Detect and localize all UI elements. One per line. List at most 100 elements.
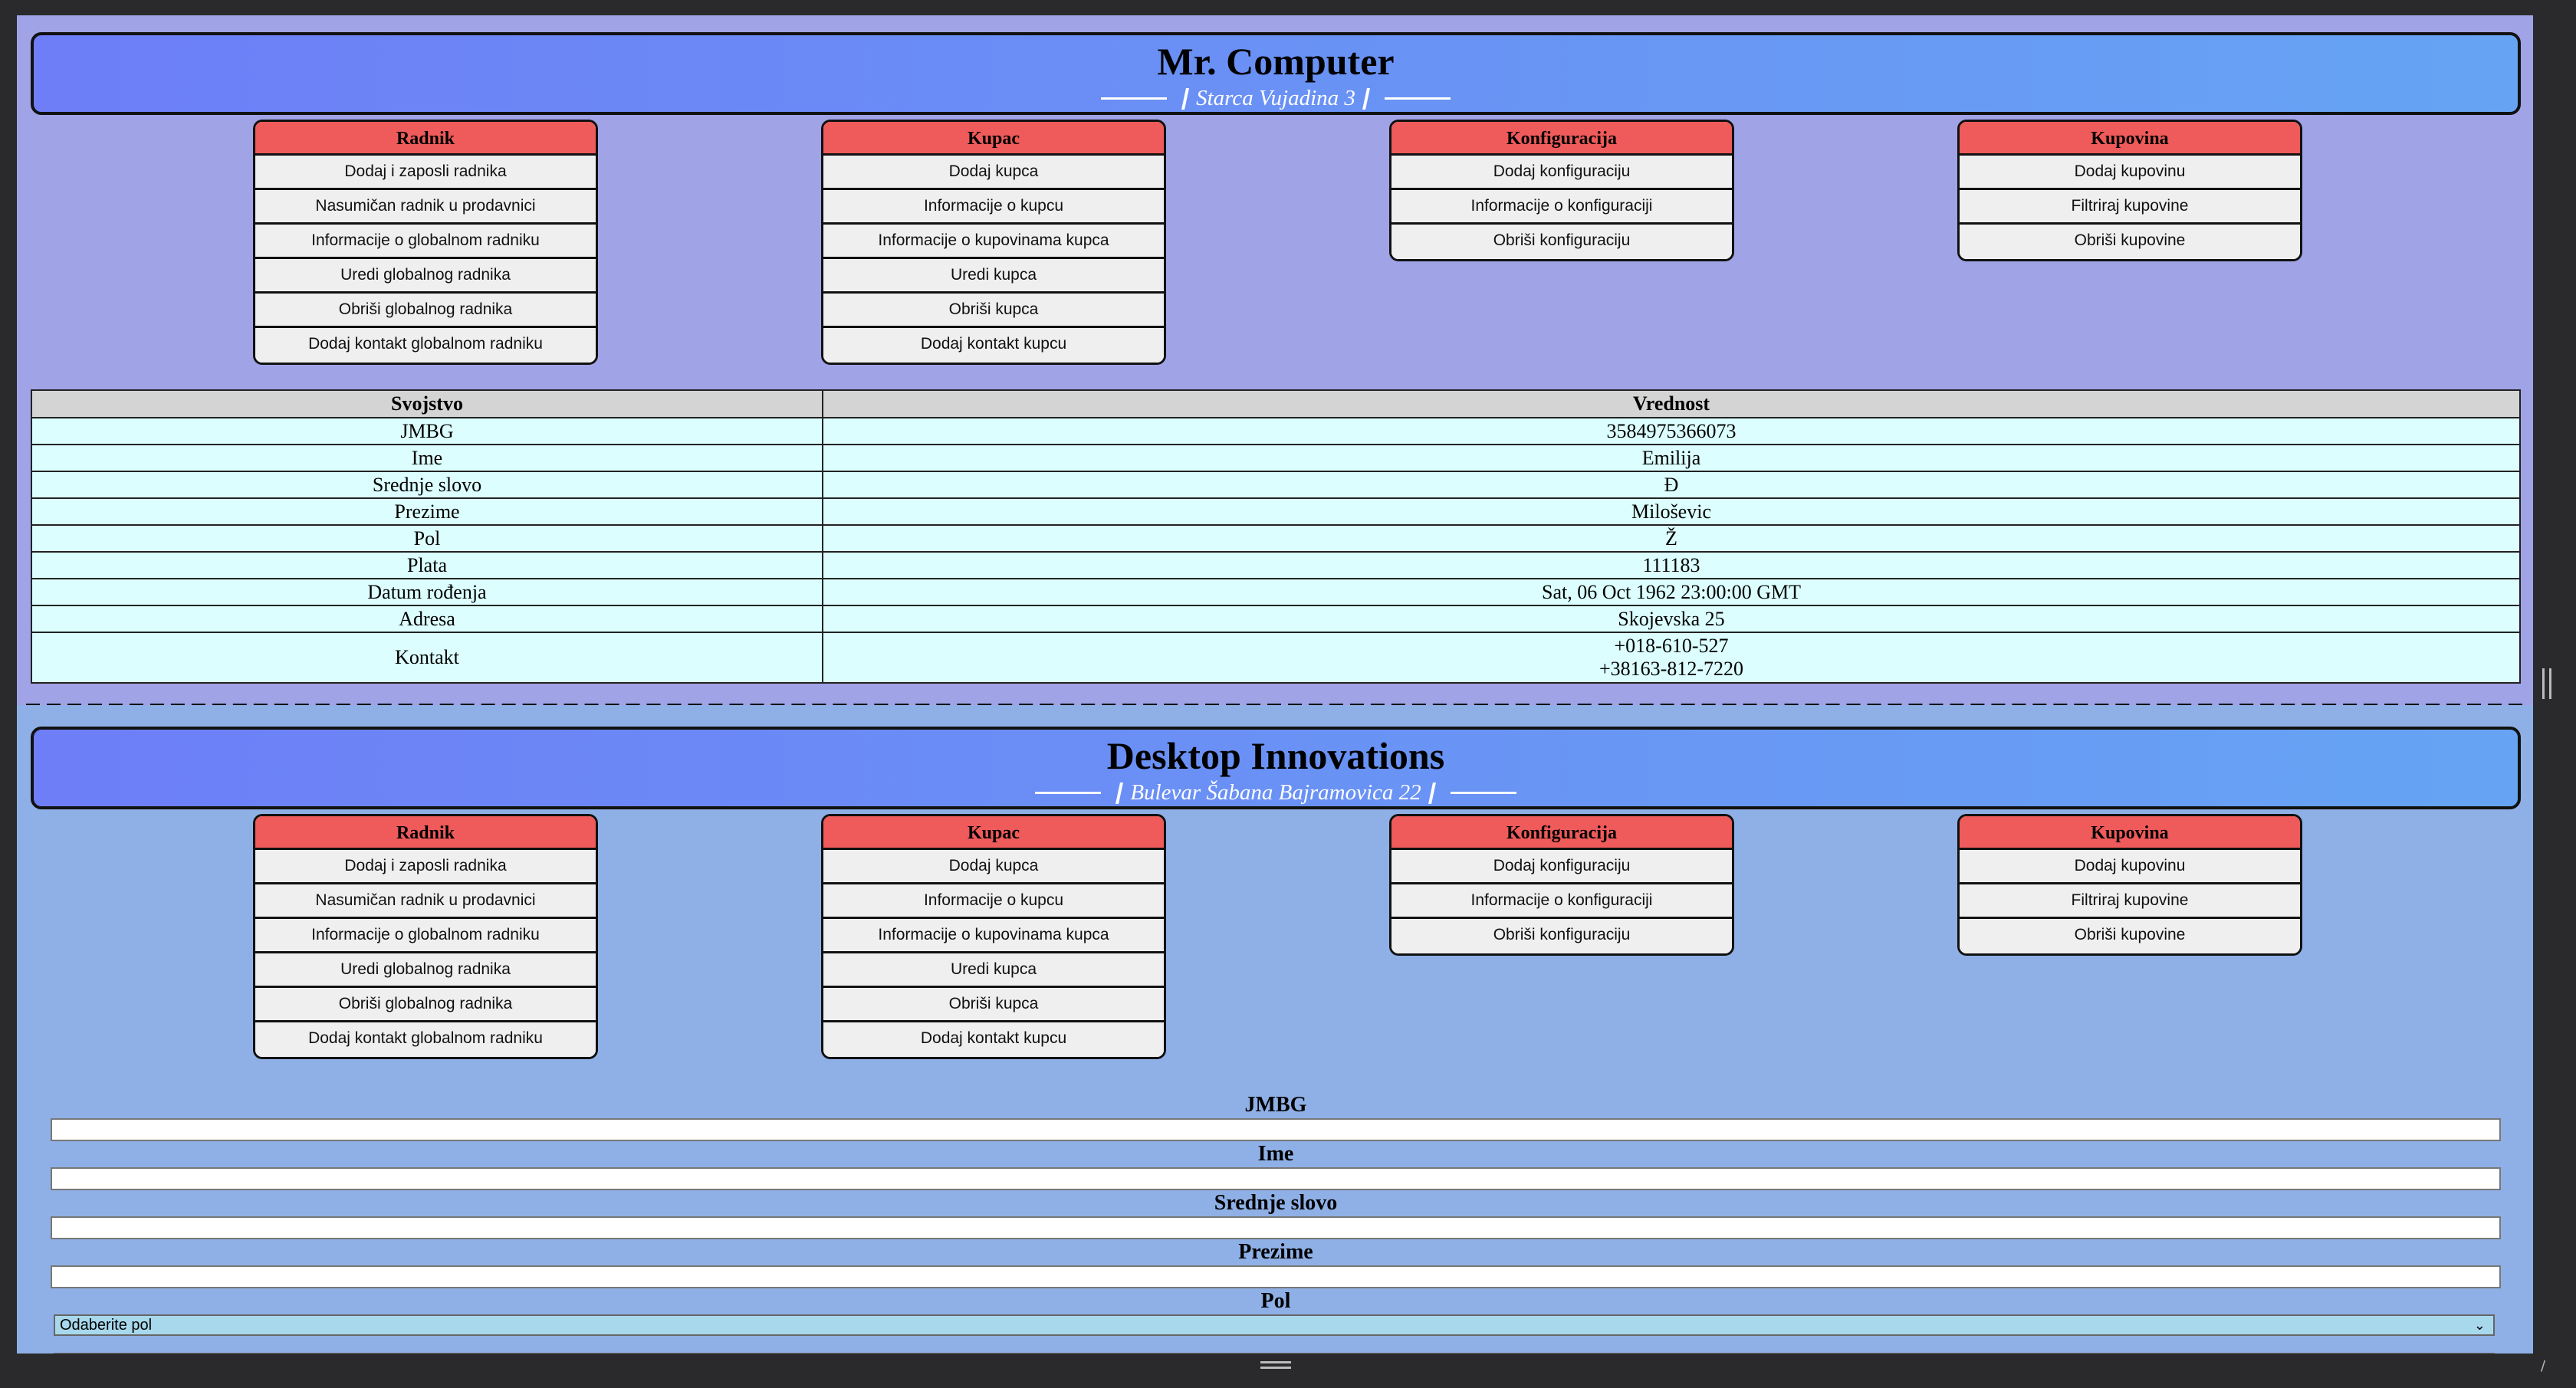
menu-item-kupovine-kupca[interactable]: Informacije o kupovinama kupca: [823, 919, 1164, 953]
decor-line: [1384, 97, 1451, 100]
menu-item-dodaj-kupovinu[interactable]: Dodaj kupovinu: [1960, 850, 2300, 884]
value-cell: 3584975366073: [822, 417, 2521, 445]
store-header: Mr. Computer Starca Vujadina 3: [31, 32, 2521, 115]
decor-line: [1035, 792, 1102, 794]
menu-item-obrisi-konfiguraciju[interactable]: Obriši konfiguraciju: [1392, 919, 1732, 953]
decor-line: [1101, 97, 1168, 100]
ime-input[interactable]: [51, 1167, 2501, 1190]
value-cell: Emilija: [822, 444, 2521, 472]
store-address-row: Bulevar Šabana Bajramovica 22: [34, 780, 2518, 806]
menu-item-dodaj-kupovinu[interactable]: Dodaj kupovinu: [1960, 156, 2300, 190]
menu-item-dodaj-konfiguraciju[interactable]: Dodaj konfiguraciju: [1392, 156, 1732, 190]
menu-item-dodaj-radnika[interactable]: Dodaj i zaposli radnika: [255, 850, 596, 884]
value-cell: Miloševic: [822, 497, 2521, 526]
menu-item-filtriraj-kupovine[interactable]: Filtriraj kupovine: [1960, 884, 2300, 919]
menu-konfiguracija: Konfiguracija Dodaj konfiguraciju Inform…: [1389, 120, 1734, 261]
menu-item-dodaj-radnika[interactable]: Dodaj i zaposli radnika: [255, 156, 596, 190]
contact-phone: +38163-812-7220: [1599, 658, 1743, 680]
menu-item-uredi-kupca[interactable]: Uredi kupca: [823, 259, 1164, 294]
menu-item-info-konfiguracija[interactable]: Informacije o konfiguraciji: [1392, 884, 1732, 919]
menu-item-kontakt-radniku[interactable]: Dodaj kontakt globalnom radniku: [255, 328, 596, 363]
next-input[interactable]: [54, 1353, 2495, 1354]
menu-kupac: Kupac Dodaj kupca Informacije o kupcu In…: [821, 120, 1166, 365]
menu-item-obrisi-kupca[interactable]: Obriši kupca: [823, 294, 1164, 328]
horizontal-resize-handle[interactable]: [1260, 1361, 1291, 1369]
srednje-slovo-input[interactable]: [51, 1216, 2501, 1239]
property-cell: Srednje slovo: [31, 471, 823, 499]
menu-title: Konfiguracija: [1392, 122, 1732, 156]
property-cell: Pol: [31, 524, 823, 553]
menu-item-info-radnik[interactable]: Informacije o globalnom radniku: [255, 225, 596, 259]
menu-item-kontakt-radniku[interactable]: Dodaj kontakt globalnom radniku: [255, 1022, 596, 1057]
property-cell: Adresa: [31, 605, 823, 633]
property-cell: Prezime: [31, 497, 823, 526]
value-cell: Đ: [822, 471, 2521, 499]
menu-item-kontakt-kupcu[interactable]: Dodaj kontakt kupcu: [823, 1022, 1164, 1057]
menu-item-nasumican-radnik[interactable]: Nasumičan radnik u prodavnici: [255, 884, 596, 919]
menu-item-obrisi-konfiguraciju[interactable]: Obriši konfiguraciju: [1392, 225, 1732, 259]
menu-item-obrisi-kupca[interactable]: Obriši kupca: [823, 988, 1164, 1022]
menu-konfiguracija: Konfiguracija Dodaj konfiguraciju Inform…: [1389, 814, 1734, 956]
menu-item-uredi-radnika[interactable]: Uredi globalnog radnika: [255, 259, 596, 294]
menu-item-info-kupac[interactable]: Informacije o kupcu: [823, 884, 1164, 919]
menu-item-nasumican-radnik[interactable]: Nasumičan radnik u prodavnici: [255, 190, 596, 225]
chevron-down-icon: ⌄: [2473, 1317, 2486, 1333]
menu-item-uredi-radnika[interactable]: Uredi globalnog radnika: [255, 953, 596, 988]
menu-item-obrisi-kupovine[interactable]: Obriši kupovine: [1960, 919, 2300, 953]
contact-phone: +018-610-527: [1614, 635, 1729, 657]
value-cell: 111183: [822, 551, 2521, 579]
pol-select[interactable]: Odaberite pol ⌄: [54, 1314, 2495, 1336]
menu-title: Kupac: [823, 122, 1164, 156]
menu-item-obrisi-radnika[interactable]: Obriši globalnog radnika: [255, 988, 596, 1022]
decor-bar: [1116, 782, 1124, 804]
jmbg-label: JMBG: [1244, 1093, 1307, 1117]
jmbg-input[interactable]: [51, 1118, 2501, 1141]
menu-item-kupovine-kupca[interactable]: Informacije o kupovinama kupca: [823, 225, 1164, 259]
store-address: Bulevar Šabana Bajramovica 22: [1130, 780, 1421, 805]
add-worker-form: JMBG Ime Srednje slovo Prezime Pol Odabe…: [51, 1092, 2501, 1354]
decor-bar: [1428, 782, 1436, 804]
value-cell: Skojevska 25: [822, 605, 2521, 633]
menu-kupovina: Kupovina Dodaj kupovinu Filtriraj kupovi…: [1957, 814, 2302, 956]
table-header-row: Svojstvo Vrednost: [31, 389, 2521, 418]
store-section-desktop-innovations: Desktop Innovations Bulevar Šabana Bajra…: [17, 705, 2533, 1354]
decor-bar: [1362, 87, 1370, 110]
prezime-input[interactable]: [51, 1265, 2501, 1288]
menu-item-filtriraj-kupovine[interactable]: Filtriraj kupovine: [1960, 190, 2300, 225]
value-cell: Ž: [822, 524, 2521, 553]
store-header: Desktop Innovations Bulevar Šabana Bajra…: [31, 727, 2521, 809]
column-header-value: Vrednost: [822, 389, 2521, 418]
menu-title: Radnik: [255, 122, 596, 156]
prezime-label: Prezime: [1238, 1240, 1313, 1264]
menu-item-info-kupac[interactable]: Informacije o kupcu: [823, 190, 1164, 225]
menu-item-obrisi-kupovine[interactable]: Obriši kupovine: [1960, 225, 2300, 259]
menu-item-dodaj-kupca[interactable]: Dodaj kupca: [823, 850, 1164, 884]
store-address-row: Starca Vujadina 3: [34, 86, 2518, 111]
vertical-resize-handle[interactable]: [2542, 668, 2551, 699]
menu-item-obrisi-radnika[interactable]: Obriši globalnog radnika: [255, 294, 596, 328]
property-cell: Plata: [31, 551, 823, 579]
menu-radnik: Radnik Dodaj i zaposli radnika Nasumičan…: [253, 814, 598, 1059]
store-title: Desktop Innovations: [1106, 734, 1445, 777]
decor-line: [1450, 792, 1516, 794]
menu-title: Radnik: [255, 816, 596, 850]
menu-item-kontakt-kupcu[interactable]: Dodaj kontakt kupcu: [823, 328, 1164, 363]
menu-title: Kupac: [823, 816, 1164, 850]
resize-corner-icon[interactable]: ∕: [2541, 1358, 2546, 1374]
menu-item-info-radnik[interactable]: Informacije o globalnom radniku: [255, 919, 596, 953]
menu-item-info-konfiguracija[interactable]: Informacije o konfiguraciji: [1392, 190, 1732, 225]
property-cell: Kontakt: [31, 632, 823, 684]
pol-selected-value: Odaberite pol: [60, 1317, 153, 1334]
menu-item-dodaj-konfiguraciju[interactable]: Dodaj konfiguraciju: [1392, 850, 1732, 884]
store-address: Starca Vujadina 3: [1196, 86, 1355, 110]
menu-item-dodaj-kupca[interactable]: Dodaj kupca: [823, 156, 1164, 190]
contact-values-cell: +018-610-527 +38163-812-7220: [822, 632, 2521, 684]
menu-title: Kupovina: [1960, 816, 2300, 850]
value-cell: Sat, 06 Oct 1962 23:00:00 GMT: [822, 578, 2521, 606]
menu-item-uredi-kupca[interactable]: Uredi kupca: [823, 953, 1164, 988]
